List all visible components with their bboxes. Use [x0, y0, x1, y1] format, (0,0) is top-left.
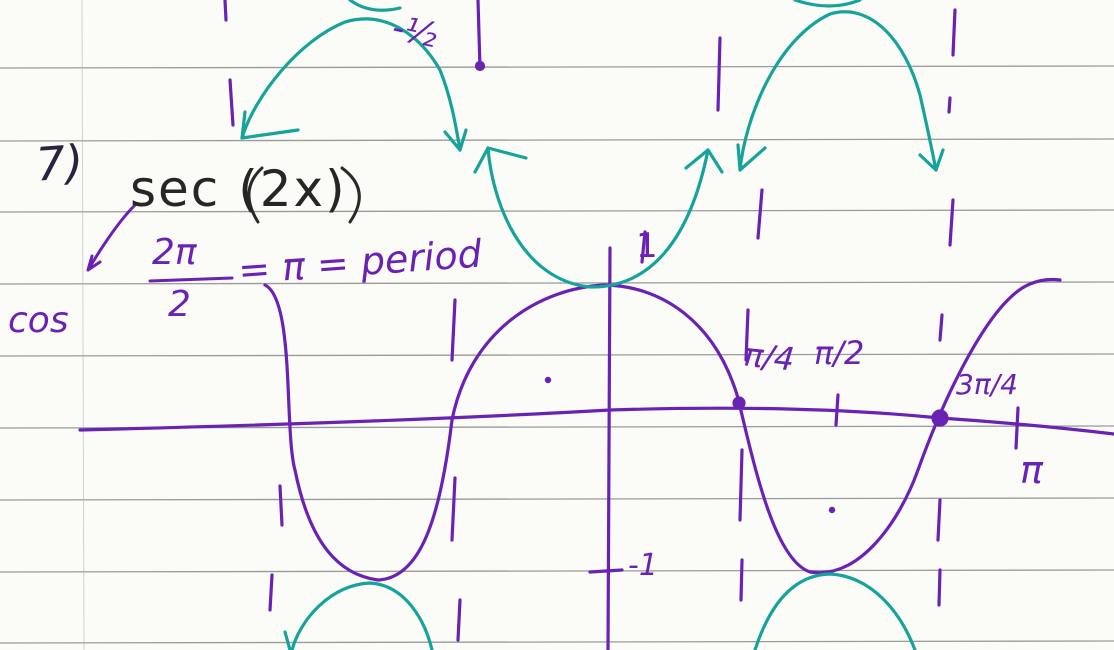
fraction-bar [148, 276, 234, 283]
period-numerator: 2π [152, 232, 197, 273]
teal-ink [240, 0, 945, 650]
secant-branch-middle [486, 146, 710, 289]
tick-pi [1014, 406, 1020, 450]
label-y-one: 1 [636, 226, 658, 266]
tick-pi-half [834, 393, 840, 427]
secant-branch-bottom-left [290, 581, 434, 650]
function-label: sec (2x) [130, 160, 347, 218]
label-pi: π [1020, 448, 1043, 492]
purple-ink [78, 0, 1114, 650]
margin-line [81, 0, 85, 650]
top-tick [476, 0, 482, 70]
ruled-lines [0, 65, 1114, 644]
secant-branch-bottom-right [753, 572, 917, 650]
dot-three-pi-over-4 [931, 409, 949, 427]
label-pi-over-2: π/2 [814, 334, 865, 372]
tick-y-one [640, 230, 647, 264]
tick-y-neg-one [588, 568, 624, 574]
y-axis [606, 246, 612, 650]
secant-branch-top-right [738, 10, 938, 172]
label-pi-over-4: π/4 [742, 335, 797, 379]
secant-branch-top-left [240, 17, 462, 152]
label-y-neg-one: -1 [628, 548, 658, 583]
x-axis [78, 406, 1114, 436]
dot-pi-over-4 [732, 396, 746, 410]
cos-note: cos [8, 300, 69, 341]
label-three-pi-over-4: 3π/4 [956, 368, 1018, 401]
cosine-curve [263, 277, 1062, 582]
sec-to-cos-arrow [86, 203, 137, 272]
asymptotes [223, 0, 957, 642]
problem-number: 7) [34, 134, 86, 192]
period-denominator: 2 [168, 284, 191, 325]
